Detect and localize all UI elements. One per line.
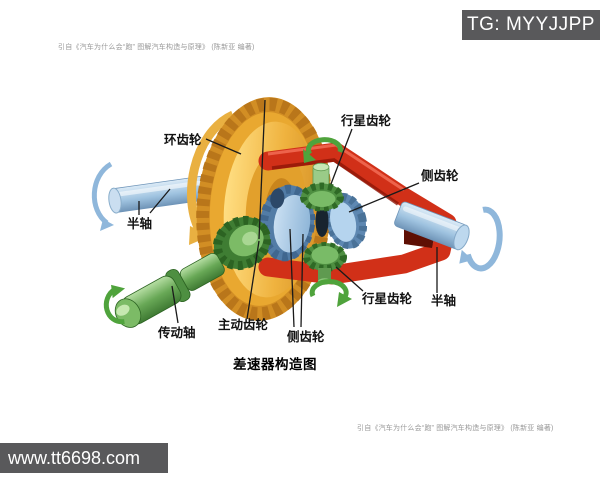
citation-top: 引自《汽车为什么会“跑” 图解汽车构造与原理》 (陈新亚 编著) xyxy=(58,44,255,51)
watermark-telegram-text: TG: MYYJJPP xyxy=(467,14,595,35)
planet-gear-bottom xyxy=(303,242,347,285)
rotation-arrow-planet-bottom xyxy=(309,279,352,307)
label-planet-gear-top: 行星齿轮 xyxy=(340,113,392,128)
citation-bottom: 引自《汽车为什么会“跑” 图解汽车构造与原理》 (陈新亚 编著) xyxy=(357,425,554,432)
watermark-telegram-badge: TG: MYYJJPP xyxy=(462,10,600,40)
label-half-shaft-right: 半轴 xyxy=(431,293,456,308)
label-drive-pinion-gear: 主动齿轮 xyxy=(218,317,269,332)
gear-mesh-gap xyxy=(315,205,329,237)
leader-lines xyxy=(138,99,438,328)
label-ring-gear: 环齿轮 xyxy=(164,132,202,147)
planet-gear-top xyxy=(300,162,344,212)
label-half-shaft-left: 半轴 xyxy=(127,216,152,231)
label-drive-shaft: 传动轴 xyxy=(157,325,196,340)
label-planet-gear-bottom: 行星齿轮 xyxy=(361,291,413,306)
half-shaft-right xyxy=(394,201,470,251)
label-side-gear-bottom: 侧齿轮 xyxy=(287,329,325,344)
label-side-gear-right: 侧齿轮 xyxy=(421,168,459,183)
rotation-arrow-left-blue xyxy=(91,161,114,231)
rotation-arrow-drive-shaft xyxy=(103,284,126,325)
drive-shaft xyxy=(114,252,225,328)
diagram-title: 差速器构造图 xyxy=(233,356,317,372)
rotation-arrow-planet-top xyxy=(303,137,343,163)
side-gear-left xyxy=(258,184,316,262)
watermark-url-badge: www.tt6698.com xyxy=(0,443,168,473)
rotation-arrow-right-blue xyxy=(459,206,503,272)
watermark-url-text: www.tt6698.com xyxy=(8,447,141,468)
drive-pinion-gear xyxy=(212,215,272,271)
